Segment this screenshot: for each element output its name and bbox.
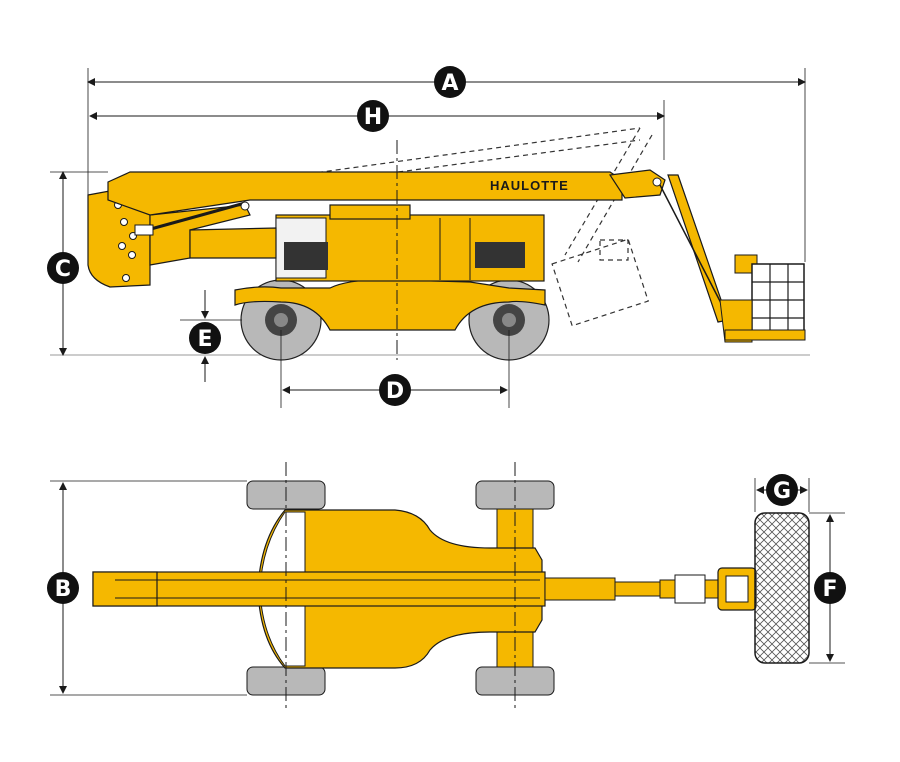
svg-text:C: C	[55, 257, 71, 282]
main-boom	[107, 171, 623, 216]
label-g: G	[766, 474, 798, 506]
chassis	[234, 279, 546, 331]
platform-basket	[719, 254, 806, 343]
boom-knuckle	[608, 169, 666, 199]
label-e: E	[189, 322, 221, 354]
left-vent-grille	[284, 242, 328, 270]
side-view: HAULOTTE A	[47, 66, 810, 408]
top-view: B G F	[47, 462, 846, 712]
svg-text:H: H	[364, 105, 382, 130]
turret-top	[329, 204, 411, 220]
label-d: D	[379, 374, 411, 406]
basket-floor-mesh	[754, 512, 810, 664]
svg-text:D: D	[386, 379, 404, 404]
svg-text:F: F	[822, 577, 837, 602]
svg-text:G: G	[773, 479, 791, 504]
label-b: B	[47, 572, 79, 604]
platform-top-view	[717, 512, 810, 664]
boom-top-view	[92, 571, 546, 607]
right-vent-grille	[475, 242, 525, 268]
label-a: A	[434, 66, 466, 98]
brand-logo: HAULOTTE	[490, 178, 569, 193]
label-c: C	[47, 252, 79, 284]
label-f: F	[814, 572, 846, 604]
svg-text:A: A	[441, 71, 458, 96]
svg-text:B: B	[55, 577, 72, 602]
svg-text:E: E	[197, 327, 212, 352]
label-h: H	[357, 100, 389, 132]
